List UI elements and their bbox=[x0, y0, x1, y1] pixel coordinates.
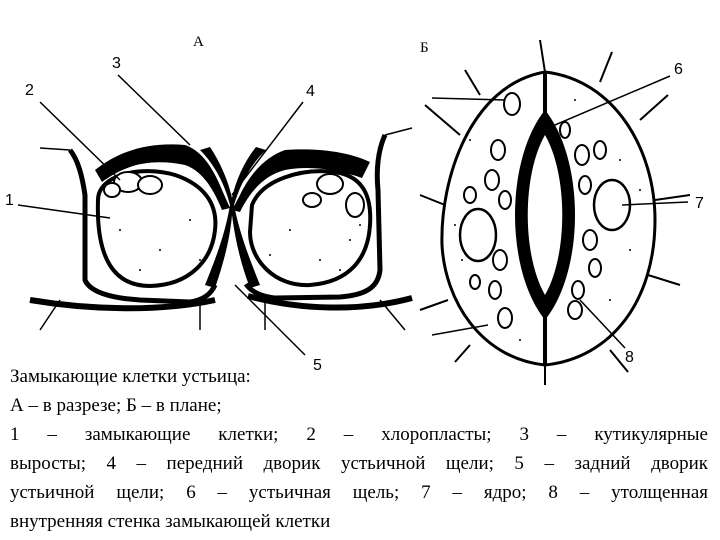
panel-b-surface-view bbox=[420, 40, 690, 385]
panel-a-cross-section bbox=[30, 128, 412, 330]
panel-b-letter: Б bbox=[420, 40, 429, 56]
caption-line-6: внутренняя стенка замыкающей клетки bbox=[10, 507, 708, 536]
panel-a-letter: А bbox=[193, 34, 204, 50]
label-4: 4 bbox=[306, 83, 315, 100]
leader-3 bbox=[118, 75, 190, 145]
label-7: 7 bbox=[695, 195, 704, 212]
label-3: 3 bbox=[112, 55, 121, 72]
nucleus-left bbox=[460, 209, 496, 261]
guard-cell-right bbox=[250, 171, 370, 285]
lower-wall bbox=[30, 296, 412, 308]
label-1: 1 bbox=[5, 192, 14, 209]
caption-line-2: А – в разрезе; Б – в плане; bbox=[10, 391, 708, 420]
caption-title: Замыкающие клетки устьица: bbox=[10, 362, 708, 391]
caption-line-3: 1 – замыкающие клетки; 2 – хлоропласты; … bbox=[10, 420, 708, 449]
figure-caption: Замыкающие клетки устьица: А – в разрезе… bbox=[10, 362, 708, 536]
caption-line-5: устьичной щели; 6 – устьичная щель; 7 – … bbox=[10, 478, 708, 507]
caption-line-4: выросты; 4 – передний дворик устьичной щ… bbox=[10, 449, 708, 478]
label-6: 6 bbox=[674, 61, 683, 78]
label-2: 2 bbox=[25, 82, 34, 99]
